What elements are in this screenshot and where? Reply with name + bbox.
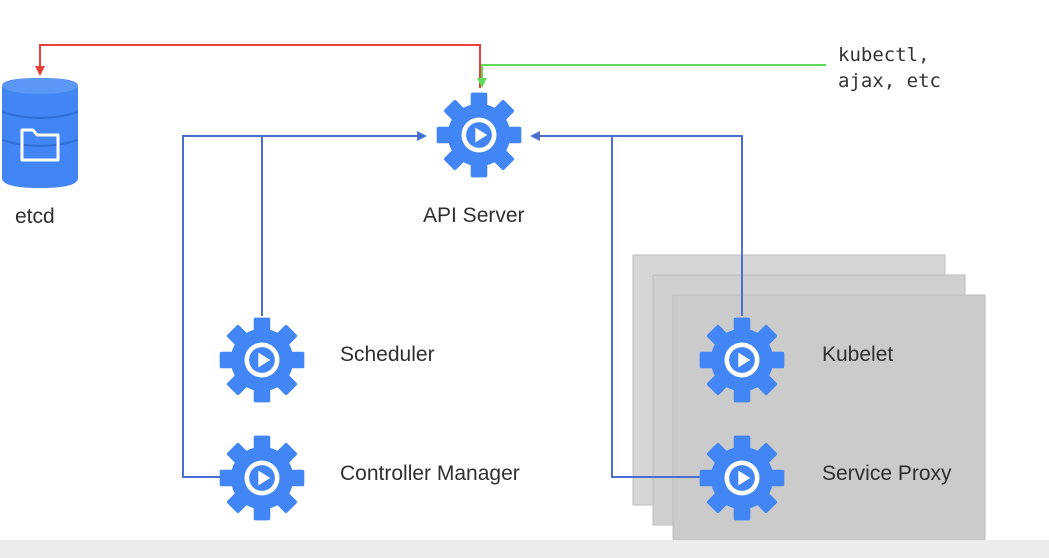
scheduler-gear-icon [219, 317, 305, 403]
controller-manager-link-line [182, 135, 262, 478]
node-box-stack [632, 254, 986, 541]
scheduler-label: Scheduler [340, 343, 435, 366]
clients-line-2: ajax, etc [838, 70, 941, 92]
controller-manager-label: Controller Manager [340, 462, 520, 485]
service-proxy-label: Service Proxy [822, 462, 952, 485]
etcd-label: etcd [15, 205, 55, 228]
controller-manager-gear-icon [219, 435, 305, 521]
etcd-link-line [35, 44, 481, 88]
service-proxy-gear-icon [699, 435, 785, 521]
clients-line-1: kubectl, [838, 44, 930, 66]
service-proxy-link-line [611, 135, 742, 478]
api-server-gear-icon [436, 92, 522, 178]
client-link-line [477, 64, 826, 88]
clients-label: kubectl, ajax, etc [838, 42, 941, 94]
kubelet-label: Kubelet [822, 343, 894, 366]
database-folder-icon [1, 78, 79, 188]
bottom-bar [0, 540, 1049, 558]
scheduler-link-line [261, 131, 427, 316]
kubelet-gear-icon [699, 317, 785, 403]
api-server-label: API Server [423, 204, 525, 227]
